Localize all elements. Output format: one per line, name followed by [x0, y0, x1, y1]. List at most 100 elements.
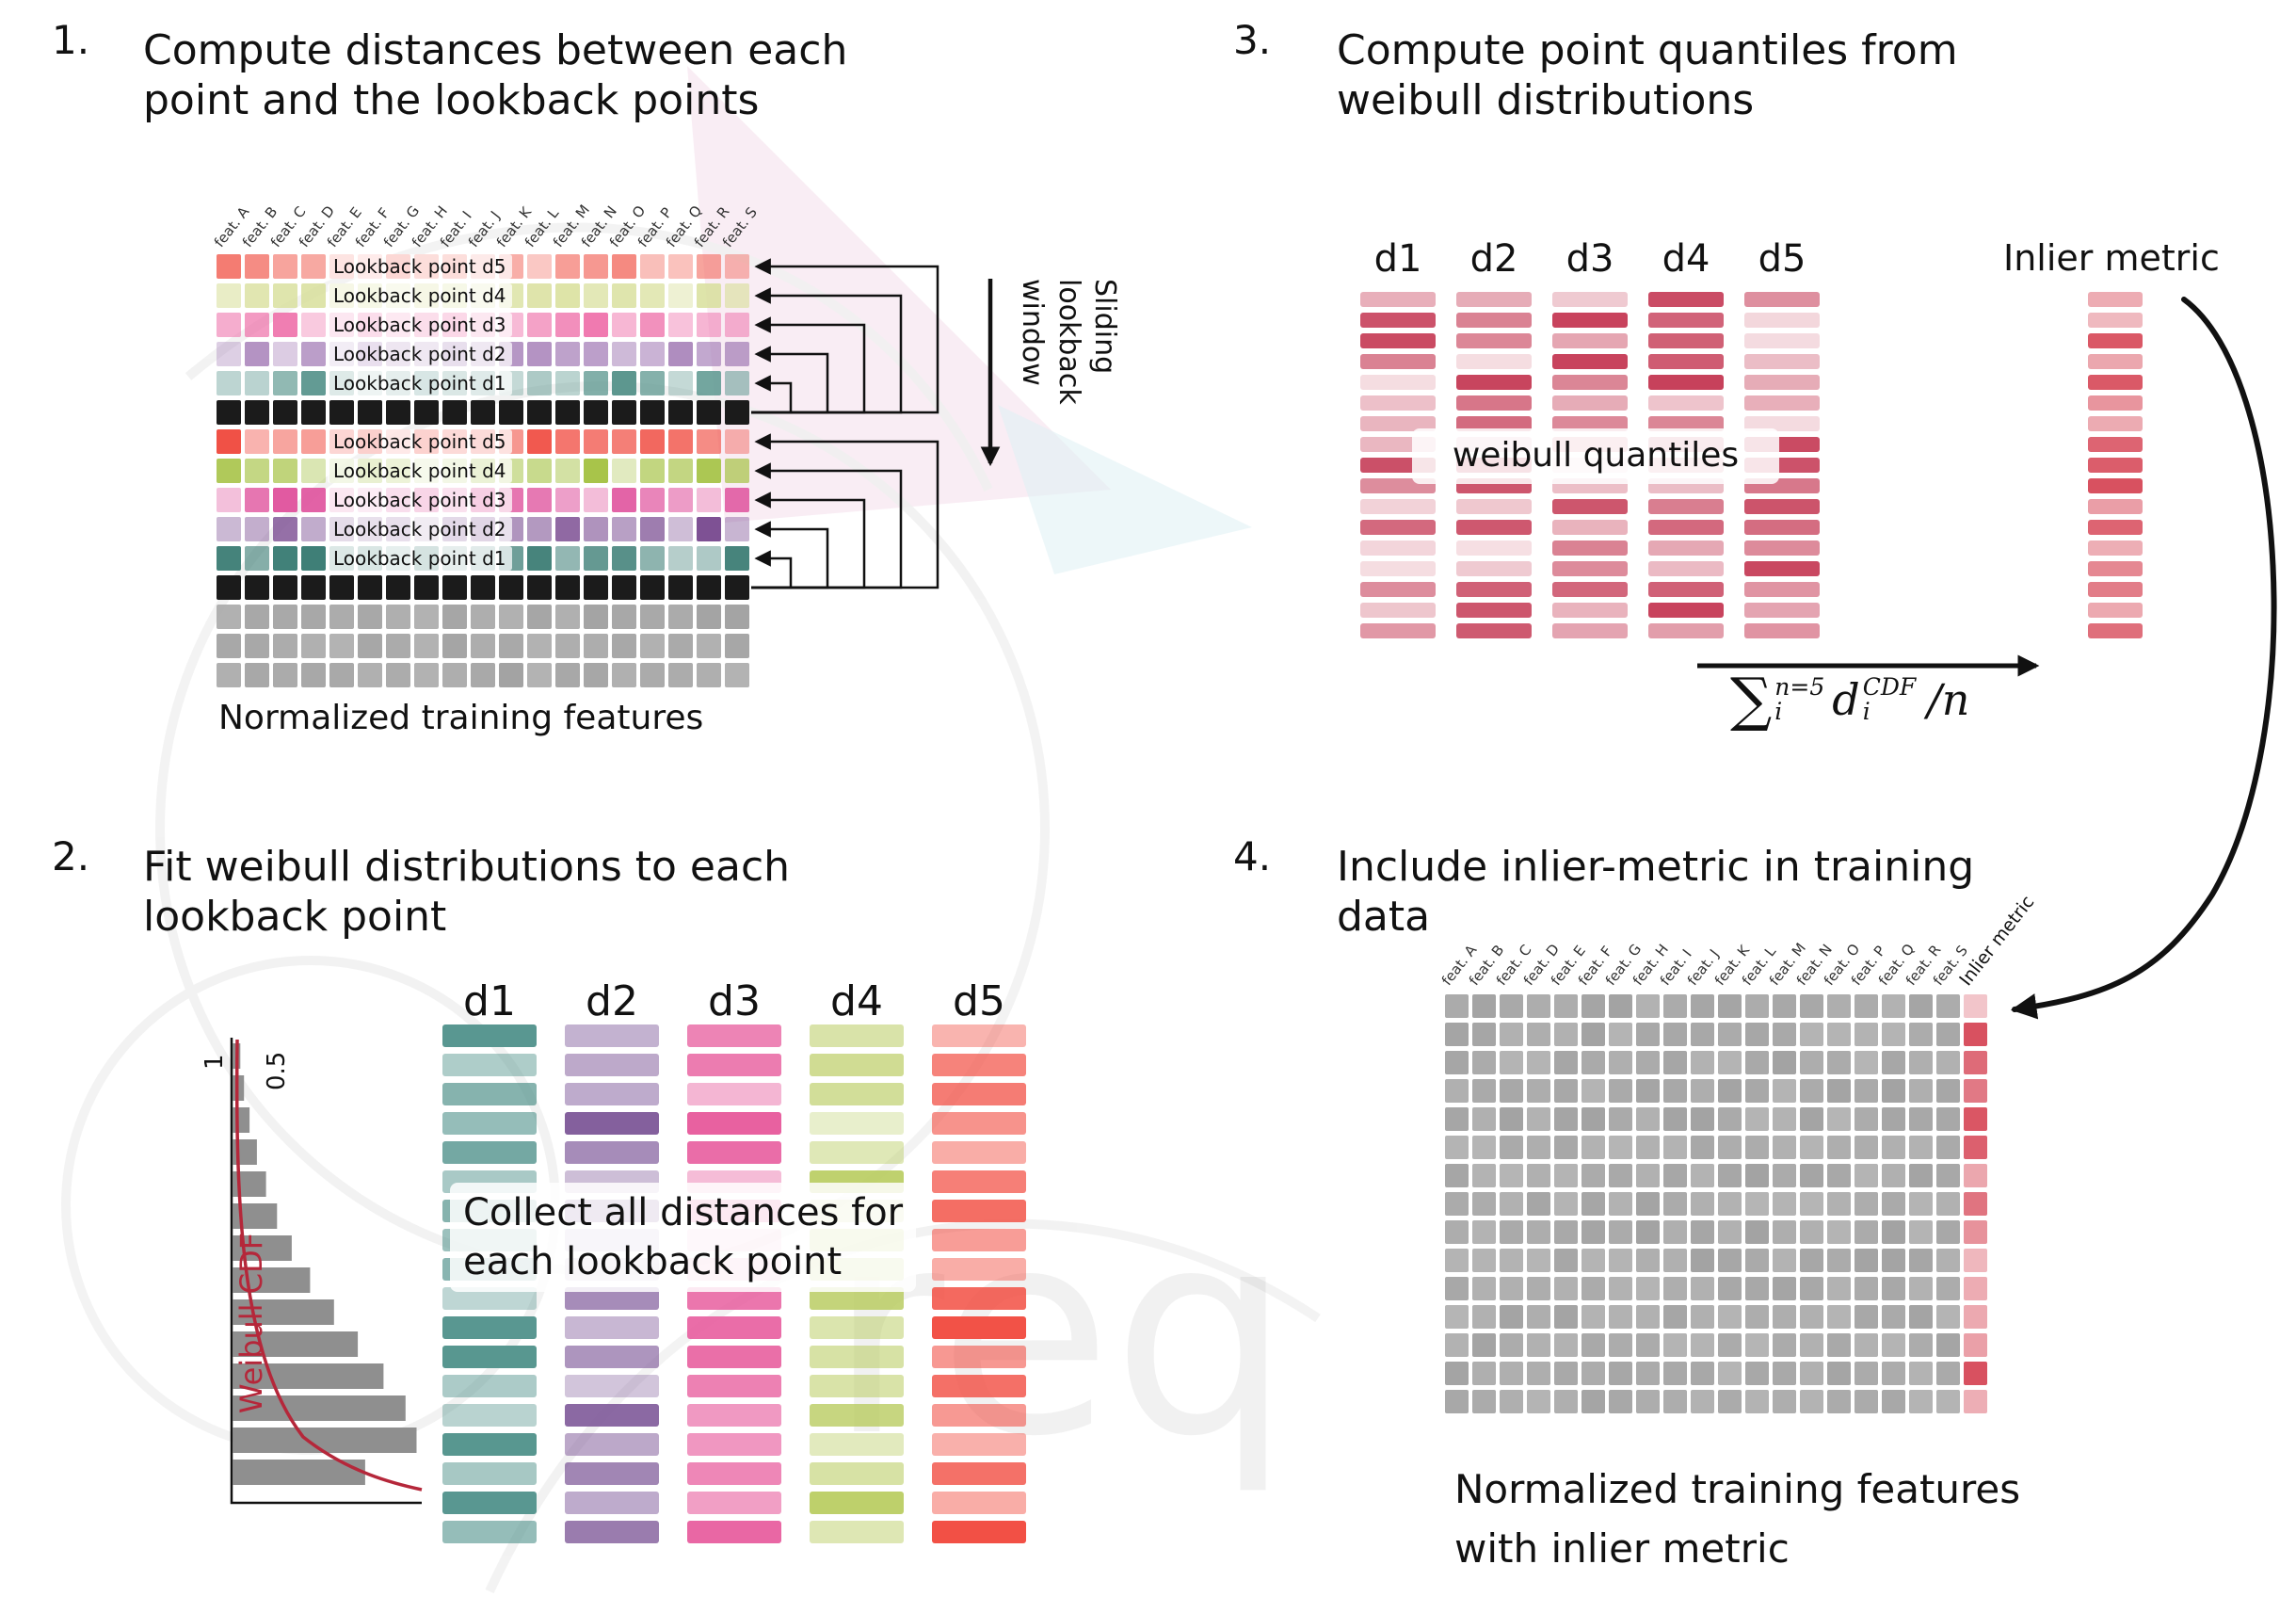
- matrix-cell: [1854, 1136, 1878, 1159]
- matrix-cell: [1909, 1136, 1933, 1159]
- matrix-cell: [1773, 1051, 1796, 1074]
- value-bar: [1456, 395, 1532, 411]
- matrix-cell: [527, 546, 552, 571]
- matrix-cell: [555, 313, 580, 337]
- matrix-cell: [1718, 1051, 1742, 1074]
- matrix-cell: [1445, 1051, 1469, 1074]
- value-bar: [1552, 499, 1628, 514]
- training-row: [1445, 1333, 1987, 1357]
- matrix-cell: [697, 313, 721, 337]
- matrix-cell: [1800, 1333, 1823, 1357]
- matrix-cell: [584, 313, 608, 337]
- step-title: Compute distances between each point and…: [143, 26, 848, 124]
- matrix-cell: [1554, 1333, 1578, 1357]
- value-bar: [565, 1462, 659, 1485]
- matrix-cell: [668, 546, 693, 571]
- matrix-cell: [555, 517, 580, 541]
- matrix-cell: [1527, 1220, 1550, 1244]
- matrix-cell: [555, 342, 580, 366]
- value-bar: [2088, 458, 2143, 473]
- value-bar: [565, 1521, 659, 1543]
- value-bar: [1744, 582, 1820, 597]
- value-bar: [932, 1024, 1026, 1047]
- value-bar: [442, 1462, 537, 1485]
- matrix-cell: [273, 429, 297, 454]
- value-bar: [1744, 603, 1820, 618]
- matrix-cell: [584, 575, 608, 600]
- matrix-cell: [273, 254, 297, 279]
- matrix-cell: [414, 400, 439, 425]
- matrix-cell: [697, 605, 721, 629]
- matrix-cell: [1691, 1277, 1714, 1300]
- matrix-cell: [1609, 1220, 1632, 1244]
- distance-subscript: i: [1862, 697, 1871, 725]
- matrix-cell: [471, 575, 495, 600]
- value-bar: [442, 1492, 537, 1514]
- matrix-cell: [1527, 1023, 1550, 1046]
- value-bar: [1744, 561, 1820, 576]
- matrix-cell: [301, 663, 326, 687]
- matrix-cell: [1800, 1107, 1823, 1131]
- matrix-cell: [1472, 1249, 1496, 1272]
- step-title: Include inlier-metric in training data: [1337, 843, 1975, 941]
- distance-column-label: d2: [586, 977, 638, 1025]
- value-bar: [442, 1404, 537, 1427]
- value-bar: [932, 1492, 1026, 1514]
- matrix-cell: [1800, 1249, 1823, 1272]
- matrix-cell: [245, 459, 269, 483]
- matrix-cell: [273, 342, 297, 366]
- matrix-cell: [584, 634, 608, 658]
- distance-column-label: d1: [1373, 237, 1422, 281]
- matrix-cell: [640, 313, 665, 337]
- matrix-cell: [1718, 1220, 1742, 1244]
- value-bar: [565, 1024, 659, 1047]
- value-bar: [2088, 333, 2143, 348]
- matrix-cell: [640, 488, 665, 512]
- value-bar: [2088, 561, 2143, 576]
- matrix-cell: [1582, 1333, 1605, 1357]
- matrix-cell: [217, 459, 241, 483]
- matrix-cell: [1527, 1107, 1550, 1131]
- matrix-cell: [217, 342, 241, 366]
- matrix-cell: [725, 400, 749, 425]
- axis-tick-05: 0.5: [263, 1052, 291, 1090]
- matrix-cell: [1827, 1023, 1851, 1046]
- matrix-cell: [442, 663, 467, 687]
- matrix-cell: [1582, 1192, 1605, 1216]
- lookback-row-label: Lookback point d5: [328, 429, 512, 454]
- matrix-cell: [245, 342, 269, 366]
- matrix-cell: [273, 546, 297, 571]
- matrix-cell: [301, 371, 326, 395]
- value-bar: [810, 1024, 904, 1047]
- value-bar: [565, 1492, 659, 1514]
- lookback-row-label: Lookback point d1: [328, 546, 512, 571]
- matrix-cell: [1882, 994, 1905, 1018]
- matrix-cell: [527, 488, 552, 512]
- step-title: Compute point quantiles from weibull dis…: [1337, 26, 1958, 124]
- matrix-cell: [499, 605, 523, 629]
- value-bar: [687, 1112, 781, 1135]
- value-bar: [2088, 540, 2143, 556]
- matrix-cell: [697, 488, 721, 512]
- matrix-cell: [527, 313, 552, 337]
- training-feature-row: [217, 663, 749, 687]
- value-bar: [2088, 416, 2143, 431]
- matrix-cell: [386, 634, 410, 658]
- value-bar: [1648, 561, 1724, 576]
- matrix-cell: [273, 313, 297, 337]
- matrix-cell: [1800, 1136, 1823, 1159]
- matrix-cell: [1663, 1107, 1687, 1131]
- matrix-cell: [1773, 1362, 1796, 1385]
- value-bar: [442, 1054, 537, 1076]
- value-bar: [932, 1200, 1026, 1222]
- matrix-cell: [725, 517, 749, 541]
- value-bar: [810, 1083, 904, 1105]
- value-bar: [1456, 623, 1532, 638]
- value-bar: [1360, 395, 1436, 411]
- value-bar: [687, 1375, 781, 1397]
- lookback-point-row: Lookback point d3: [217, 488, 749, 512]
- weibull-cdf-axis-label: Weibull CDF: [233, 1233, 269, 1413]
- value-bar: [1648, 313, 1724, 328]
- matrix-cell: [1663, 1277, 1687, 1300]
- matrix-cell: [1500, 1390, 1523, 1413]
